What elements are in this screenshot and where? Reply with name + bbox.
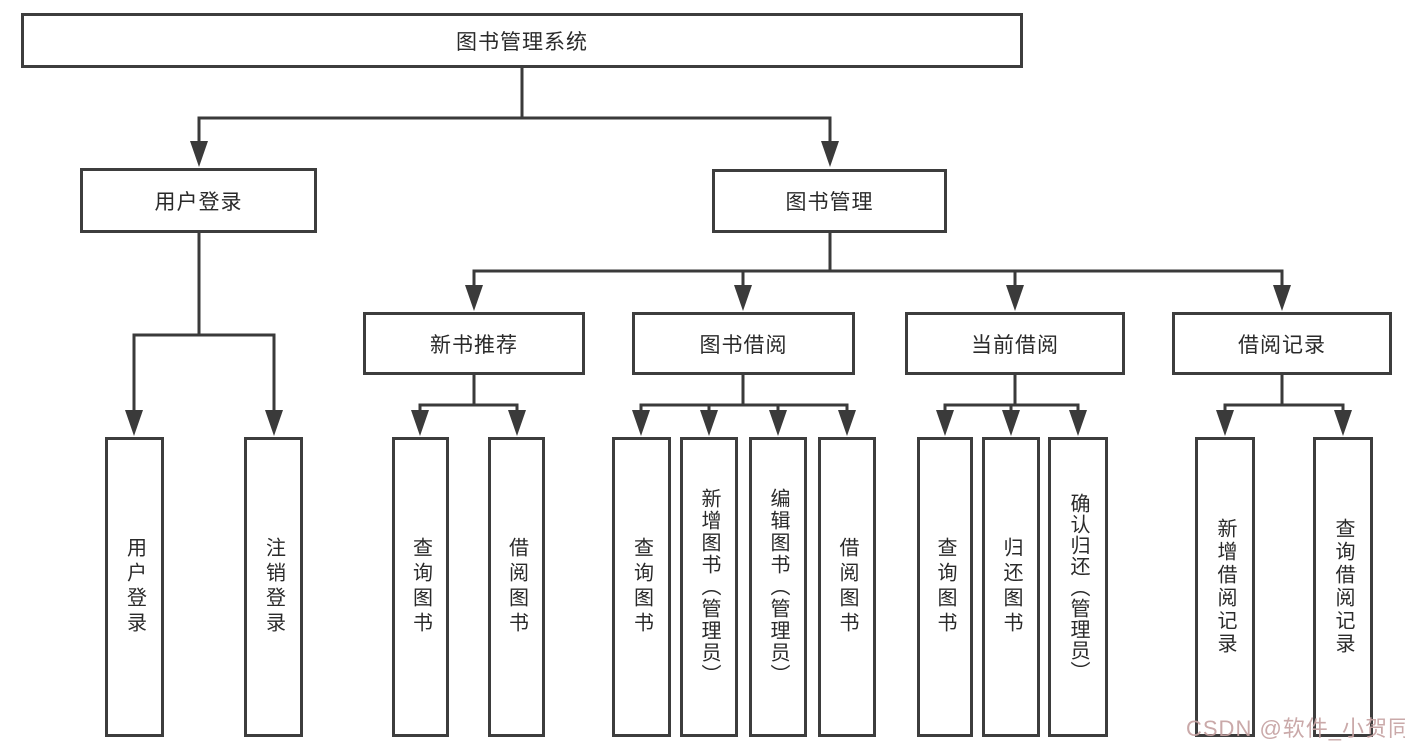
leaf-query-books-2: 查询图书 xyxy=(612,437,671,737)
arrowhead xyxy=(190,141,208,167)
leaf-query-books-3: 查询图书 xyxy=(917,437,973,737)
leaf-edit-book-admin: 编辑图书（管理员） xyxy=(749,437,807,737)
arrowheads xyxy=(125,141,1352,436)
arrowhead xyxy=(936,410,954,436)
arrowhead xyxy=(465,285,483,311)
arrowhead xyxy=(632,410,650,436)
arrowhead xyxy=(508,410,526,436)
leaf-add-book-admin: 新增图书（管理员） xyxy=(680,437,738,737)
arrowhead xyxy=(411,410,429,436)
node-library-management-system: 图书管理系统 xyxy=(21,13,1023,68)
arrowhead xyxy=(125,410,143,436)
leaf-return-book: 归还图书 xyxy=(982,437,1040,737)
arrowhead xyxy=(1273,285,1291,311)
node-borrowing-records: 借阅记录 xyxy=(1172,312,1392,375)
leaf-add-borrow-record: 新增借阅记录 xyxy=(1195,437,1255,737)
arrowhead xyxy=(1006,285,1024,311)
arrowhead xyxy=(1069,410,1087,436)
leaf-user-login: 用户登录 xyxy=(105,437,164,737)
leaf-logout: 注销登录 xyxy=(244,437,303,737)
node-new-book-recommend: 新书推荐 xyxy=(363,312,585,375)
node-book-management: 图书管理 xyxy=(712,169,947,233)
node-book-borrowing: 图书借阅 xyxy=(632,312,855,375)
node-current-borrowing: 当前借阅 xyxy=(905,312,1125,375)
arrowhead xyxy=(700,410,718,436)
leaf-borrow-books-1: 借阅图书 xyxy=(488,437,545,737)
arrowhead xyxy=(1216,410,1234,436)
leaf-query-books-1: 查询图书 xyxy=(392,437,449,737)
arrowhead xyxy=(769,410,787,436)
arrowhead xyxy=(838,410,856,436)
leaf-borrow-books-2: 借阅图书 xyxy=(818,437,876,737)
arrowhead xyxy=(1334,410,1352,436)
csdn-watermark: CSDN @软件_小贺同学 xyxy=(1186,716,1405,741)
arrowhead xyxy=(265,410,283,436)
arrowhead xyxy=(1002,410,1020,436)
arrowhead xyxy=(821,141,839,167)
arrowhead xyxy=(734,285,752,311)
node-user-login: 用户登录 xyxy=(80,168,317,233)
leaf-query-borrow-record: 查询借阅记录 xyxy=(1313,437,1373,737)
leaf-confirm-return-admin: 确认归还（管理员） xyxy=(1048,437,1108,737)
